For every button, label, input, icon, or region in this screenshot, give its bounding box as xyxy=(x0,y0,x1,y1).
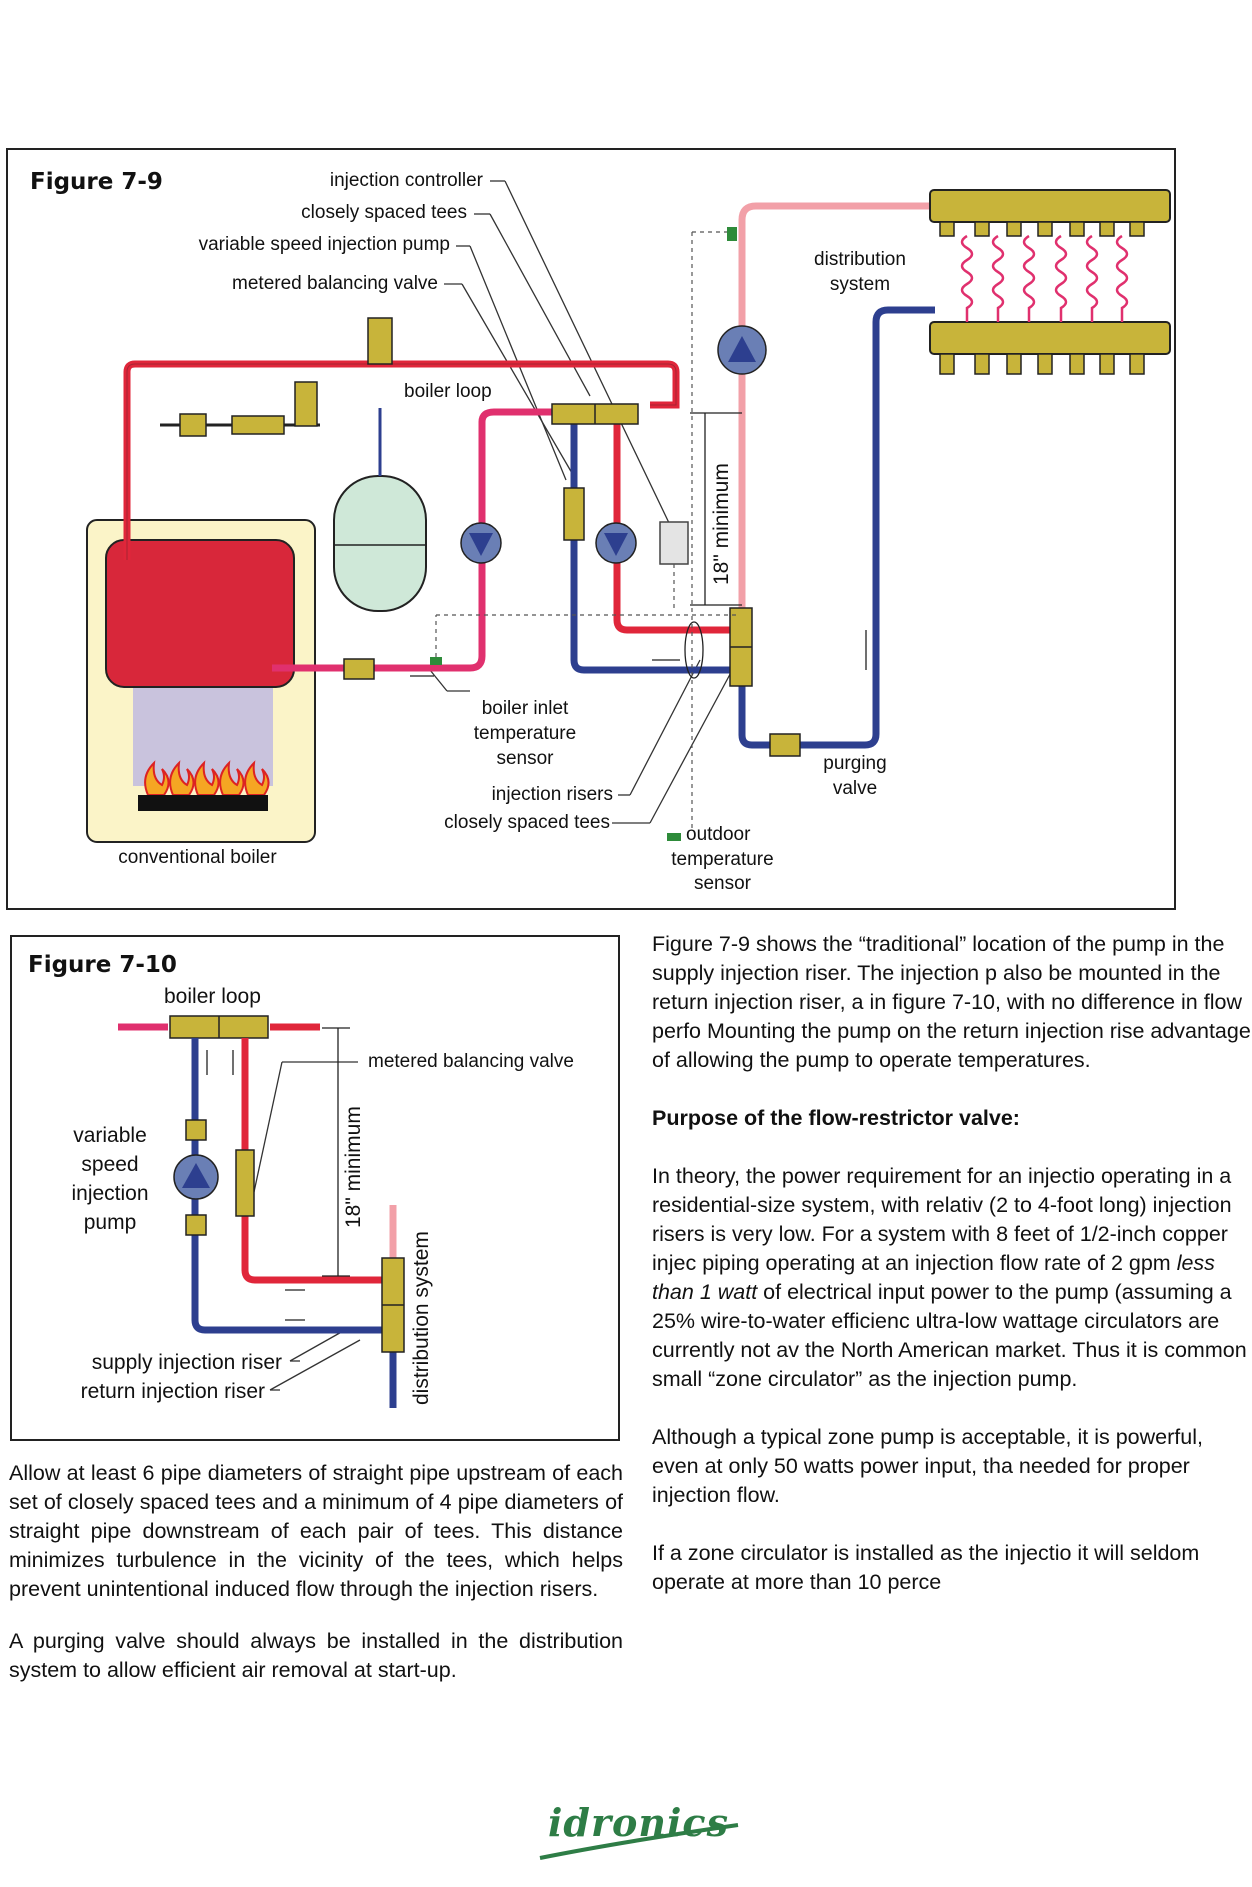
label-distribution-system-line2: system xyxy=(829,274,891,295)
label-injection-controller: injection controller xyxy=(329,170,483,191)
label-closely-spaced-tees-bottom: closely spaced tees xyxy=(444,812,610,833)
left-paragraph-2: A purging valve should always be install… xyxy=(9,1629,623,1682)
right-paragraph-2b: of electrical input power to the pump (a… xyxy=(652,1280,1247,1391)
right-paragraph-2a: In theory, the power requirement for an … xyxy=(652,1164,1232,1275)
figure-7-9-diagram xyxy=(86,180,1171,843)
label-710-boiler-loop: boiler loop xyxy=(164,985,261,1008)
right-heading: Purpose of the flow-restrictor valve: xyxy=(652,1106,1020,1130)
label-boiler-inlet-line2: temperature xyxy=(473,723,577,744)
figure-7-10-frame xyxy=(10,935,620,1441)
label-710-pump: pump xyxy=(83,1211,137,1234)
figure-7-10-diagram xyxy=(118,1015,405,1408)
label-outdoor-line3: sensor xyxy=(693,873,752,894)
label-710-injection: injection xyxy=(71,1182,149,1205)
right-paragraph-1: Figure 7-9 shows the “traditional” locat… xyxy=(652,932,1251,1072)
label-boiler-inlet-line3: sensor xyxy=(496,748,554,769)
figure-7-10-title: Figure 7-10 xyxy=(28,952,177,978)
right-column: Figure 7-9 shows the “traditional” locat… xyxy=(652,930,1252,1597)
label-710-return-injection-riser: return injection riser xyxy=(80,1380,265,1403)
label-metered-balancing-valve: metered balancing valve xyxy=(232,273,438,294)
label-closely-spaced-tees: closely spaced tees xyxy=(301,202,467,223)
pump-symbols xyxy=(460,325,767,564)
label-710-metered-balancing-valve: metered balancing valve xyxy=(368,1051,574,1072)
right-column-clip: Figure 7-9 shows the “traditional” locat… xyxy=(652,930,1251,1710)
right-paragraph-4: If a zone circulator is installed as the… xyxy=(652,1541,1200,1594)
label-710-variable: variable xyxy=(73,1124,147,1147)
label-outdoor-line2: temperature xyxy=(671,849,774,870)
idronics-logo: idronics xyxy=(548,1800,729,1845)
label-outdoor-line1: outdoor xyxy=(686,824,751,845)
right-paragraph-3: Although a typical zone pump is acceptab… xyxy=(652,1425,1203,1507)
logo-swoosh xyxy=(539,1823,739,1860)
left-paragraph-1: Allow at least 6 pipe diameters of strai… xyxy=(9,1461,623,1601)
left-column: Allow at least 6 pipe diameters of strai… xyxy=(9,1459,623,1685)
figure-7-9-title: Figure 7-9 xyxy=(30,169,163,195)
label-conventional-boiler: conventional boiler xyxy=(118,847,277,868)
right-paragraph-2: In theory, the power requirement for an … xyxy=(652,1162,1252,1394)
right-paragraph-2-emphasis: less than 1 watt xyxy=(652,1251,1215,1304)
label-purging-valve-line2: valve xyxy=(832,778,878,799)
label-710-supply-injection-riser: supply injection riser xyxy=(91,1351,282,1374)
label-injection-risers: injection risers xyxy=(491,784,613,805)
label-distribution-system-line1: distribution xyxy=(814,249,906,270)
label-purging-valve-line1: purging xyxy=(823,753,887,774)
label-boiler-loop: boiler loop xyxy=(404,381,492,402)
label-variable-speed-injection-pump: variable speed injection pump xyxy=(198,234,450,255)
label-boiler-inlet-line1: boiler inlet xyxy=(481,698,569,719)
label-710-speed: speed xyxy=(81,1153,139,1176)
